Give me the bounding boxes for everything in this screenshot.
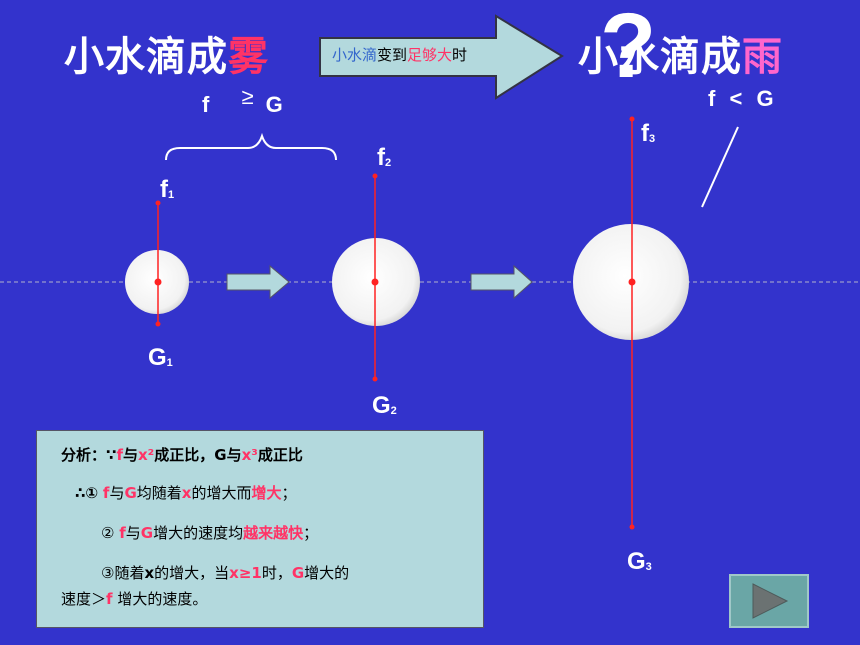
a2f: f	[102, 484, 110, 502]
a3d: 越来越快	[243, 524, 304, 542]
a2e: 增大	[251, 484, 282, 502]
a5a: 速度＞	[61, 590, 107, 608]
relation-rain-sign: <	[729, 86, 743, 111]
relation-fog-g: G	[265, 92, 283, 117]
label-g1-sub: 1	[166, 357, 173, 369]
title-rain-text: 小水滴成	[578, 34, 742, 80]
a1f: f	[116, 446, 123, 464]
analysis-line-3: ② f与G增大的速度均越来越快；	[101, 521, 318, 545]
analysis-box: 分析：∵f与x²成正比，G与x³成正比 ∴① f与G均随着x的增大而增大； ② …	[36, 430, 484, 628]
relation-rain-f: f	[708, 86, 716, 111]
label-f3: f3	[641, 120, 655, 148]
a2a: ∴①	[75, 484, 99, 502]
next-slide-button[interactable]	[729, 574, 809, 628]
banner-text: 小水滴变到足够大时	[332, 44, 467, 65]
a1g: G	[214, 446, 227, 464]
a2f2: ；	[281, 484, 297, 502]
a5f: f	[106, 590, 113, 608]
title-fog: 小水滴成雾	[64, 24, 269, 82]
a2x: x	[181, 484, 192, 502]
relation-rain: f < G	[708, 86, 774, 112]
a4b: 的增大，当	[154, 564, 230, 582]
title-fog-text: 小水滴成	[64, 34, 228, 80]
label-g3-sub: 3	[645, 561, 652, 573]
a1x2: x²	[137, 446, 155, 464]
play-icon	[752, 583, 789, 619]
label-g2: G2	[372, 392, 397, 420]
a4a: ③随着	[101, 564, 145, 582]
banner-part2: 变到	[377, 46, 408, 64]
title-fog-highlight: 雾	[228, 34, 269, 80]
slash-line	[701, 126, 739, 208]
analysis-line-2: ∴① f与G均随着x的增大而增大；	[75, 481, 297, 505]
a5b: 增大的速度。	[112, 590, 208, 608]
title-rain-highlight: 雨	[742, 34, 783, 80]
arrow-right-2	[470, 264, 533, 300]
analysis-line-1: 分析：∵f与x²成正比，G与x³成正比	[61, 443, 303, 467]
banner-arrow-shape	[319, 14, 564, 100]
question-mark: ?	[600, 0, 657, 97]
label-f1: f1	[160, 176, 174, 204]
a1e: 成正比	[257, 446, 303, 464]
a1c: 成正比，	[154, 446, 215, 464]
arrow-right-1	[226, 264, 290, 300]
brace	[165, 132, 337, 161]
a3g: G	[140, 524, 154, 542]
title-rain: 小水滴成雨	[578, 24, 783, 82]
analysis-line-5: 速度＞f 增大的速度。	[61, 587, 207, 611]
label-f2: f2	[377, 144, 391, 172]
relation-rain-g: G	[756, 86, 774, 111]
banner-part1: 小水滴	[332, 46, 378, 64]
a4d: 增大的	[304, 564, 350, 582]
a1b: 与	[122, 446, 138, 464]
a3f: f	[119, 524, 126, 542]
a2c: 均随着	[136, 484, 182, 502]
a1x3: x³	[241, 446, 258, 464]
a3c: 增大的速度均	[153, 524, 244, 542]
a2d: 的增大而	[191, 484, 252, 502]
a3b: 与	[125, 524, 141, 542]
a4x2: x≥1	[229, 564, 262, 582]
label-f2-main: f	[377, 144, 385, 171]
relation-fog-f: f	[202, 92, 210, 117]
a4x: x	[144, 564, 155, 582]
relation-fog-sign: ≥	[241, 84, 254, 109]
label-g3: G3	[627, 548, 652, 576]
a4c: 时，	[261, 564, 292, 582]
a3e: ；	[303, 524, 319, 542]
label-f3-sub: 3	[649, 133, 656, 145]
a2b: 与	[109, 484, 125, 502]
analysis-line-4: ③随着x的增大，当x≥1时，G增大的	[101, 561, 349, 585]
banner-part3: 足够大	[407, 46, 453, 64]
a3a: ②	[101, 524, 115, 542]
a1a: 分析：∵	[61, 446, 117, 464]
label-g2-sub: 2	[390, 405, 397, 417]
a1d: 与	[226, 446, 242, 464]
label-f3-main: f	[641, 120, 649, 147]
banner-part4: 时	[452, 46, 468, 64]
label-f1-main: f	[160, 176, 168, 203]
label-f1-sub: 1	[168, 189, 175, 201]
a4g: G	[291, 564, 305, 582]
label-g1-main: G	[148, 344, 167, 371]
label-g2-main: G	[372, 392, 391, 419]
label-g3-main: G	[627, 548, 646, 575]
label-g1: G1	[148, 344, 173, 372]
a2g: G	[124, 484, 137, 502]
relation-fog: f ≥ G	[202, 84, 283, 118]
label-f2-sub: 2	[385, 157, 392, 169]
